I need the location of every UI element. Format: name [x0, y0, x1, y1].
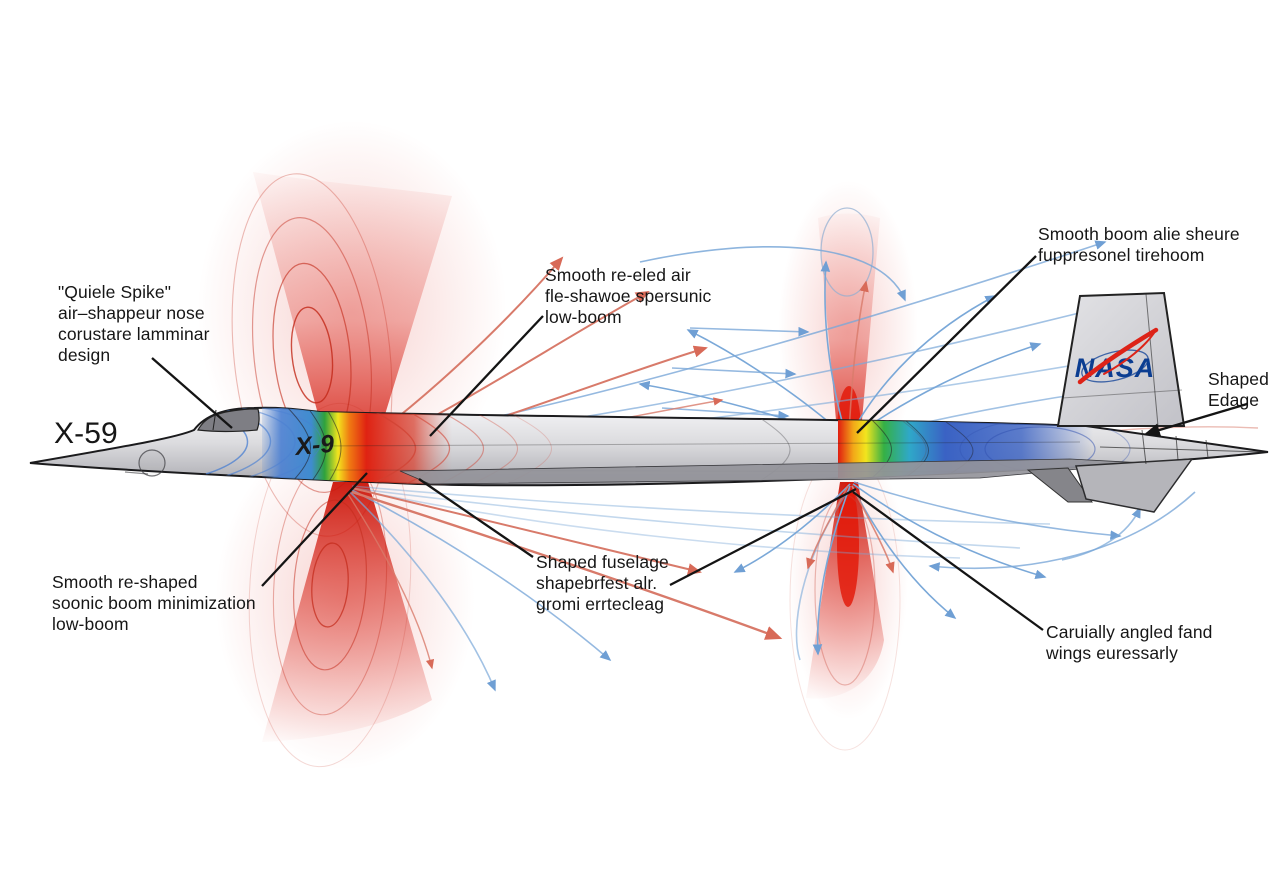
label-line: Edage: [1208, 390, 1260, 410]
label-smooth-air: Smooth re-eled air fle-shawoe spersunic …: [545, 265, 711, 328]
leader-lines: [151, 255, 1248, 631]
leader-quiet-spike: [151, 357, 233, 429]
label-model-x59: X-59: [54, 418, 118, 450]
cockpit-canopy: [197, 408, 260, 433]
fuselage-mark: X-9: [292, 430, 335, 461]
aircraft-silhouette: NASA X-9: [29, 291, 1269, 513]
label-line: Smooth boom alie sheure: [1038, 224, 1240, 244]
label-line: corustare lamminar: [58, 324, 210, 344]
leader-shaped-edge: [1143, 402, 1248, 437]
label-line: Shaped fuselage: [536, 552, 669, 572]
label-shaped-fuselage: Shaped fuselage shapebrfest alr. gromi e…: [536, 552, 669, 615]
label-line: Smooth re-eled air: [545, 265, 691, 285]
ventral-fin: [1026, 467, 1093, 503]
horizontal-stabilizer: [1075, 458, 1194, 513]
label-line: fuppresonel tirehoom: [1038, 245, 1205, 265]
tail-fin: NASA: [1056, 291, 1186, 427]
label-line: soonic boom minimization: [52, 593, 256, 613]
leader-shaped-fuselage-right: [669, 487, 857, 587]
leader-angled-wings: [852, 491, 1044, 631]
label-line: X-59: [54, 417, 118, 450]
label-line: Smooth re-shaped: [52, 572, 198, 592]
label-line: air–shappeur nose: [58, 303, 205, 323]
label-line: gromi errtecleag: [536, 594, 665, 614]
leader-boom-min: [261, 472, 368, 587]
label-line: Caruially angled fand: [1046, 622, 1213, 642]
label-quiet-spike: "Quiele Spike" air–shappeur nose corusta…: [58, 282, 210, 366]
label-line: low-boom: [52, 614, 129, 634]
label-line: shapebrfest alr.: [536, 573, 658, 593]
shock-cone-rear-lower: [789, 449, 901, 751]
label-line: "Quiele Spike": [58, 282, 172, 302]
fuselage-port: [138, 449, 166, 477]
label-line: fle-shawoe spersunic: [545, 286, 712, 306]
label-shaped-edge: Shaped Edage: [1208, 369, 1269, 411]
label-line: Shaped: [1208, 369, 1269, 389]
label-boom-min: Smooth re-shaped soonic boom minimizatio…: [52, 572, 256, 635]
nasa-logo: NASA: [1075, 327, 1159, 385]
leader-shaped-fuselage-left: [418, 478, 534, 558]
label-angled-wings: Caruially angled fand wings euressarly: [1046, 622, 1213, 664]
label-smooth-boom: Smooth boom alie sheure fuppresonel tire…: [1038, 224, 1240, 266]
leader-smooth-air: [429, 315, 544, 437]
leader-smooth-boom: [856, 255, 1037, 434]
label-line: low-boom: [545, 307, 622, 327]
label-line: wings euressarly: [1046, 643, 1178, 663]
label-line: design: [58, 345, 111, 365]
